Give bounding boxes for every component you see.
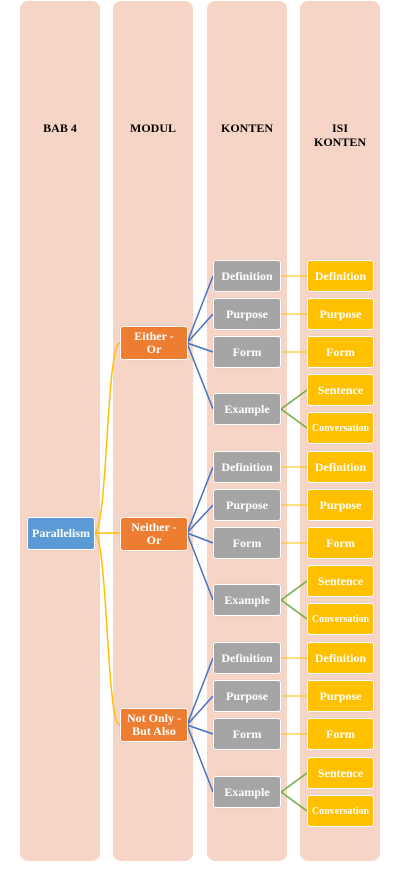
link-m1-example-conversation (280, 408, 308, 429)
link-m1-purpose (186, 313, 214, 344)
link-m1-definition (186, 275, 214, 344)
link-m2-form (186, 532, 214, 544)
lane-modul-title: MODUL (130, 121, 176, 135)
isi-conversation: Conversation (307, 795, 374, 827)
lane-isi-title-line1: ISI (331, 121, 348, 135)
isi-definition: Definition (307, 451, 374, 483)
link-m2-example-sentence (280, 580, 308, 601)
konten-purpose: Purpose (213, 680, 281, 712)
konten-purpose: Purpose (213, 489, 281, 521)
isi-sentence: Sentence (307, 757, 374, 789)
link-m1-example-sentence (280, 389, 308, 410)
link-m1-form (186, 342, 214, 353)
isi-definition: Definition (307, 260, 374, 292)
link-m2-definition (186, 466, 214, 534)
isi-purpose: Purpose (307, 680, 374, 712)
konten-definition: Definition (213, 642, 281, 674)
konten-form: Form (213, 527, 281, 559)
isi-purpose: Purpose (307, 298, 374, 330)
isi-conversation: Conversation (307, 603, 374, 635)
module-1-line2: Or (146, 342, 162, 356)
link-m2-example-conversation (280, 599, 308, 620)
lane-isi-title-line2: KONTEN (313, 135, 366, 149)
link-root-module-1 (93, 342, 121, 534)
konten-purpose: Purpose (213, 298, 281, 330)
link-m3-example (186, 724, 214, 793)
module-node-2: Neither - Or (120, 517, 188, 551)
link-m2-example (186, 532, 214, 601)
module-node-3: Not Only - But Also (120, 708, 188, 742)
konten-form: Form (213, 336, 281, 368)
link-root-module-3 (93, 532, 121, 726)
link-m3-form (186, 724, 214, 735)
konten-example: Example (213, 393, 281, 425)
isi-sentence: Sentence (307, 565, 374, 597)
isi-form: Form (307, 336, 374, 368)
konten-definition: Definition (213, 260, 281, 292)
isi-conversation: Conversation (307, 412, 374, 444)
lane-konten: KONTEN (207, 1, 287, 861)
lane-bab-title: BAB 4 (43, 121, 77, 135)
konten-example: Example (213, 584, 281, 616)
konten-form: Form (213, 718, 281, 750)
link-m3-example-sentence (280, 772, 308, 793)
link-m2-purpose (186, 504, 214, 534)
module-3-line1: Not Only - (127, 711, 181, 725)
isi-form: Form (307, 718, 374, 750)
module-2-line1: Neither - (131, 520, 177, 534)
isi-purpose: Purpose (307, 489, 374, 521)
konten-definition: Definition (213, 451, 281, 483)
module-2-line2: Or (146, 533, 162, 547)
isi-form: Form (307, 527, 374, 559)
link-m3-purpose (186, 695, 214, 726)
lane-isi-konten-title: ISI KONTEN (300, 121, 380, 149)
link-m1-example (186, 342, 214, 410)
root-node-parallelism: Parallelism (27, 517, 95, 550)
isi-definition: Definition (307, 642, 374, 674)
isi-sentence: Sentence (307, 374, 374, 406)
module-1-line1: Either - (134, 329, 174, 343)
module-node-1: Either - Or (120, 326, 188, 360)
link-m3-example-conversation (280, 791, 308, 812)
module-3-line2: But Also (132, 724, 176, 738)
link-m3-definition (186, 657, 214, 726)
lane-konten-title: KONTEN (220, 121, 273, 135)
lane-bab: BAB 4 (20, 1, 100, 861)
konten-example: Example (213, 776, 281, 808)
